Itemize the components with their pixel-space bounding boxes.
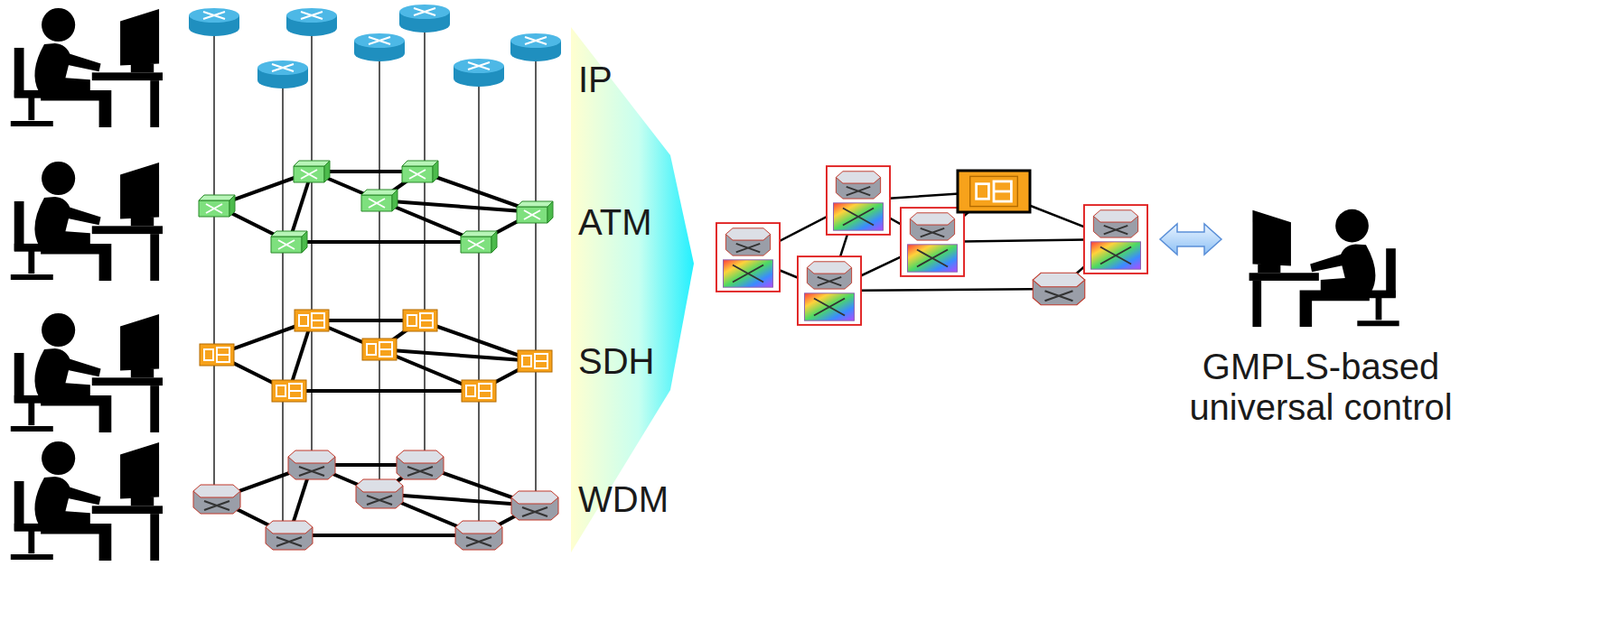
atm-switch xyxy=(361,189,398,212)
wdm-node xyxy=(396,450,444,480)
atm-switch xyxy=(198,195,235,217)
operator-icon xyxy=(10,441,163,562)
wdm-node xyxy=(1032,272,1085,305)
wdm-node xyxy=(288,450,336,480)
mesh-link xyxy=(379,349,535,362)
operator-icon xyxy=(10,8,163,128)
operator-icon xyxy=(10,313,163,433)
layer-label: IP xyxy=(578,59,687,101)
ip-router xyxy=(188,8,240,37)
ip-router xyxy=(257,60,309,89)
ip-router xyxy=(453,58,505,87)
sdh-node xyxy=(402,309,438,332)
ip-router xyxy=(510,33,562,62)
caption-text: GMPLS-based universal control xyxy=(1140,346,1502,429)
control-arrow xyxy=(1160,224,1222,255)
atm-switch xyxy=(402,160,439,183)
wdm-node xyxy=(355,479,403,509)
gmpls-node xyxy=(826,166,890,235)
ip-router xyxy=(286,8,337,37)
layer-link xyxy=(477,79,479,532)
mesh-link xyxy=(829,289,1059,291)
layer-link xyxy=(213,28,215,500)
gmpls-node xyxy=(900,207,964,277)
gmpls-node xyxy=(1084,205,1148,274)
mesh-link xyxy=(289,533,479,538)
layer-link xyxy=(534,54,536,500)
layer-label: SDH xyxy=(578,341,687,383)
mesh-link xyxy=(289,389,479,393)
layer-link xyxy=(423,25,425,470)
wdm-node xyxy=(193,485,241,515)
network-drawing xyxy=(10,4,1400,562)
atm-switch xyxy=(460,231,497,253)
mesh-link xyxy=(379,200,535,213)
atm-switch xyxy=(293,160,330,183)
atm-switch xyxy=(271,231,308,253)
transition-arrow xyxy=(570,27,694,553)
operator-icon xyxy=(10,161,163,281)
sdh-node xyxy=(517,350,553,373)
sdh-node xyxy=(957,170,1030,213)
layer-label: ATM xyxy=(578,202,687,244)
ip-router xyxy=(354,33,405,62)
sdh-node xyxy=(271,380,307,403)
wdm-node xyxy=(511,491,559,521)
layer-label: WDM xyxy=(578,479,687,521)
mesh-link xyxy=(289,240,479,244)
operator-icon xyxy=(1249,209,1400,328)
layer-link xyxy=(281,81,283,532)
sdh-node xyxy=(199,344,234,366)
layer-link xyxy=(378,54,380,500)
gmpls-node xyxy=(716,223,780,292)
sdh-node xyxy=(461,380,496,403)
ip-router xyxy=(399,4,450,33)
sdh-node xyxy=(362,338,397,361)
layer-link xyxy=(310,28,312,470)
gmpls-node xyxy=(797,256,861,326)
wdm-node xyxy=(265,521,313,551)
sdh-node xyxy=(294,309,329,332)
atm-switch xyxy=(516,201,553,224)
wdm-node xyxy=(455,521,503,551)
